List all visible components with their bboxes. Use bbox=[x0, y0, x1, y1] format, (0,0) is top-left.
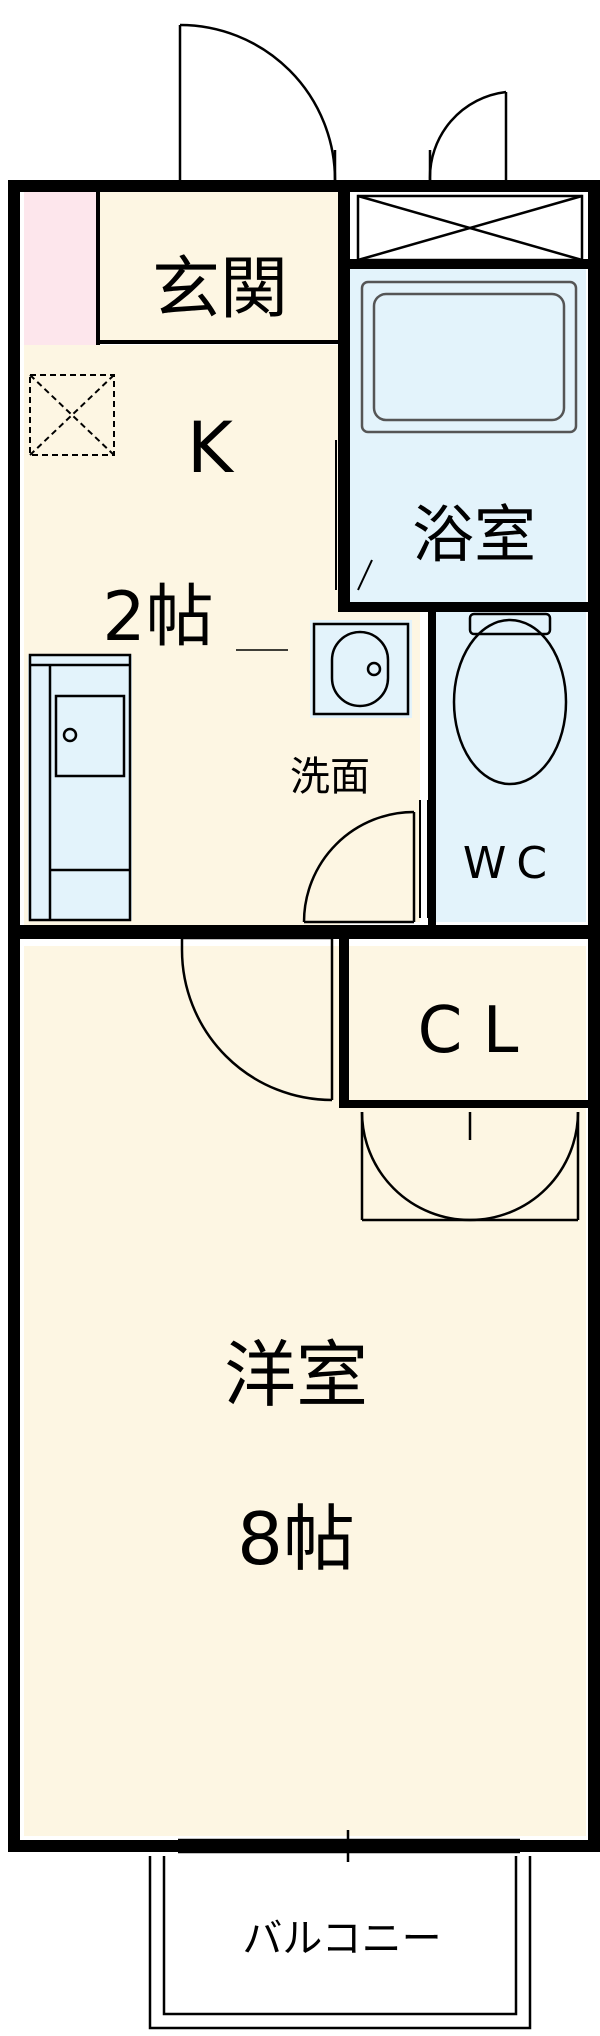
balcony-outline bbox=[148, 1856, 532, 2030]
kitchen-sink bbox=[28, 653, 132, 922]
washbasin-fixture bbox=[312, 622, 410, 716]
storage-door bbox=[428, 90, 508, 181]
western-room-size: 8帖 bbox=[237, 1497, 355, 1581]
kitchen-size: 2帖 bbox=[102, 578, 213, 657]
bath-door bbox=[335, 440, 373, 591]
washroom-label: 洗面 bbox=[290, 754, 370, 800]
washroom-door bbox=[302, 810, 416, 924]
closet-doors bbox=[360, 1111, 580, 1222]
entrance-label: 玄関 bbox=[152, 250, 288, 329]
kitchen-counter bbox=[28, 655, 132, 920]
western-room-label: 洋室 bbox=[224, 1333, 368, 1417]
washbasin bbox=[310, 620, 412, 718]
balcony-label: バルコニー bbox=[242, 1916, 441, 1962]
meter-box bbox=[356, 194, 584, 262]
bath-floor bbox=[350, 268, 586, 603]
shoe-cabinet bbox=[24, 190, 98, 345]
bathtub bbox=[360, 280, 578, 434]
entrance-door bbox=[178, 23, 337, 181]
ventilation-fan bbox=[29, 374, 115, 456]
kitchen-label: K bbox=[187, 407, 235, 489]
labels: 玄関 K 2帖 浴室 洗面 WC C L 洋室 8帖 バルコニー bbox=[102, 250, 557, 1962]
room-door bbox=[180, 936, 334, 1102]
toilet-door bbox=[419, 800, 429, 918]
western-room-floor bbox=[24, 946, 586, 1836]
walls bbox=[8, 180, 600, 1852]
balcony-window bbox=[178, 1830, 520, 1862]
entrance-floor bbox=[100, 190, 340, 340]
closet-label: C L bbox=[418, 994, 519, 1068]
bath-label: 浴室 bbox=[412, 498, 536, 571]
toilet-fixture bbox=[452, 612, 568, 786]
toilet-label: WC bbox=[463, 838, 557, 889]
room-fills bbox=[24, 190, 586, 1836]
